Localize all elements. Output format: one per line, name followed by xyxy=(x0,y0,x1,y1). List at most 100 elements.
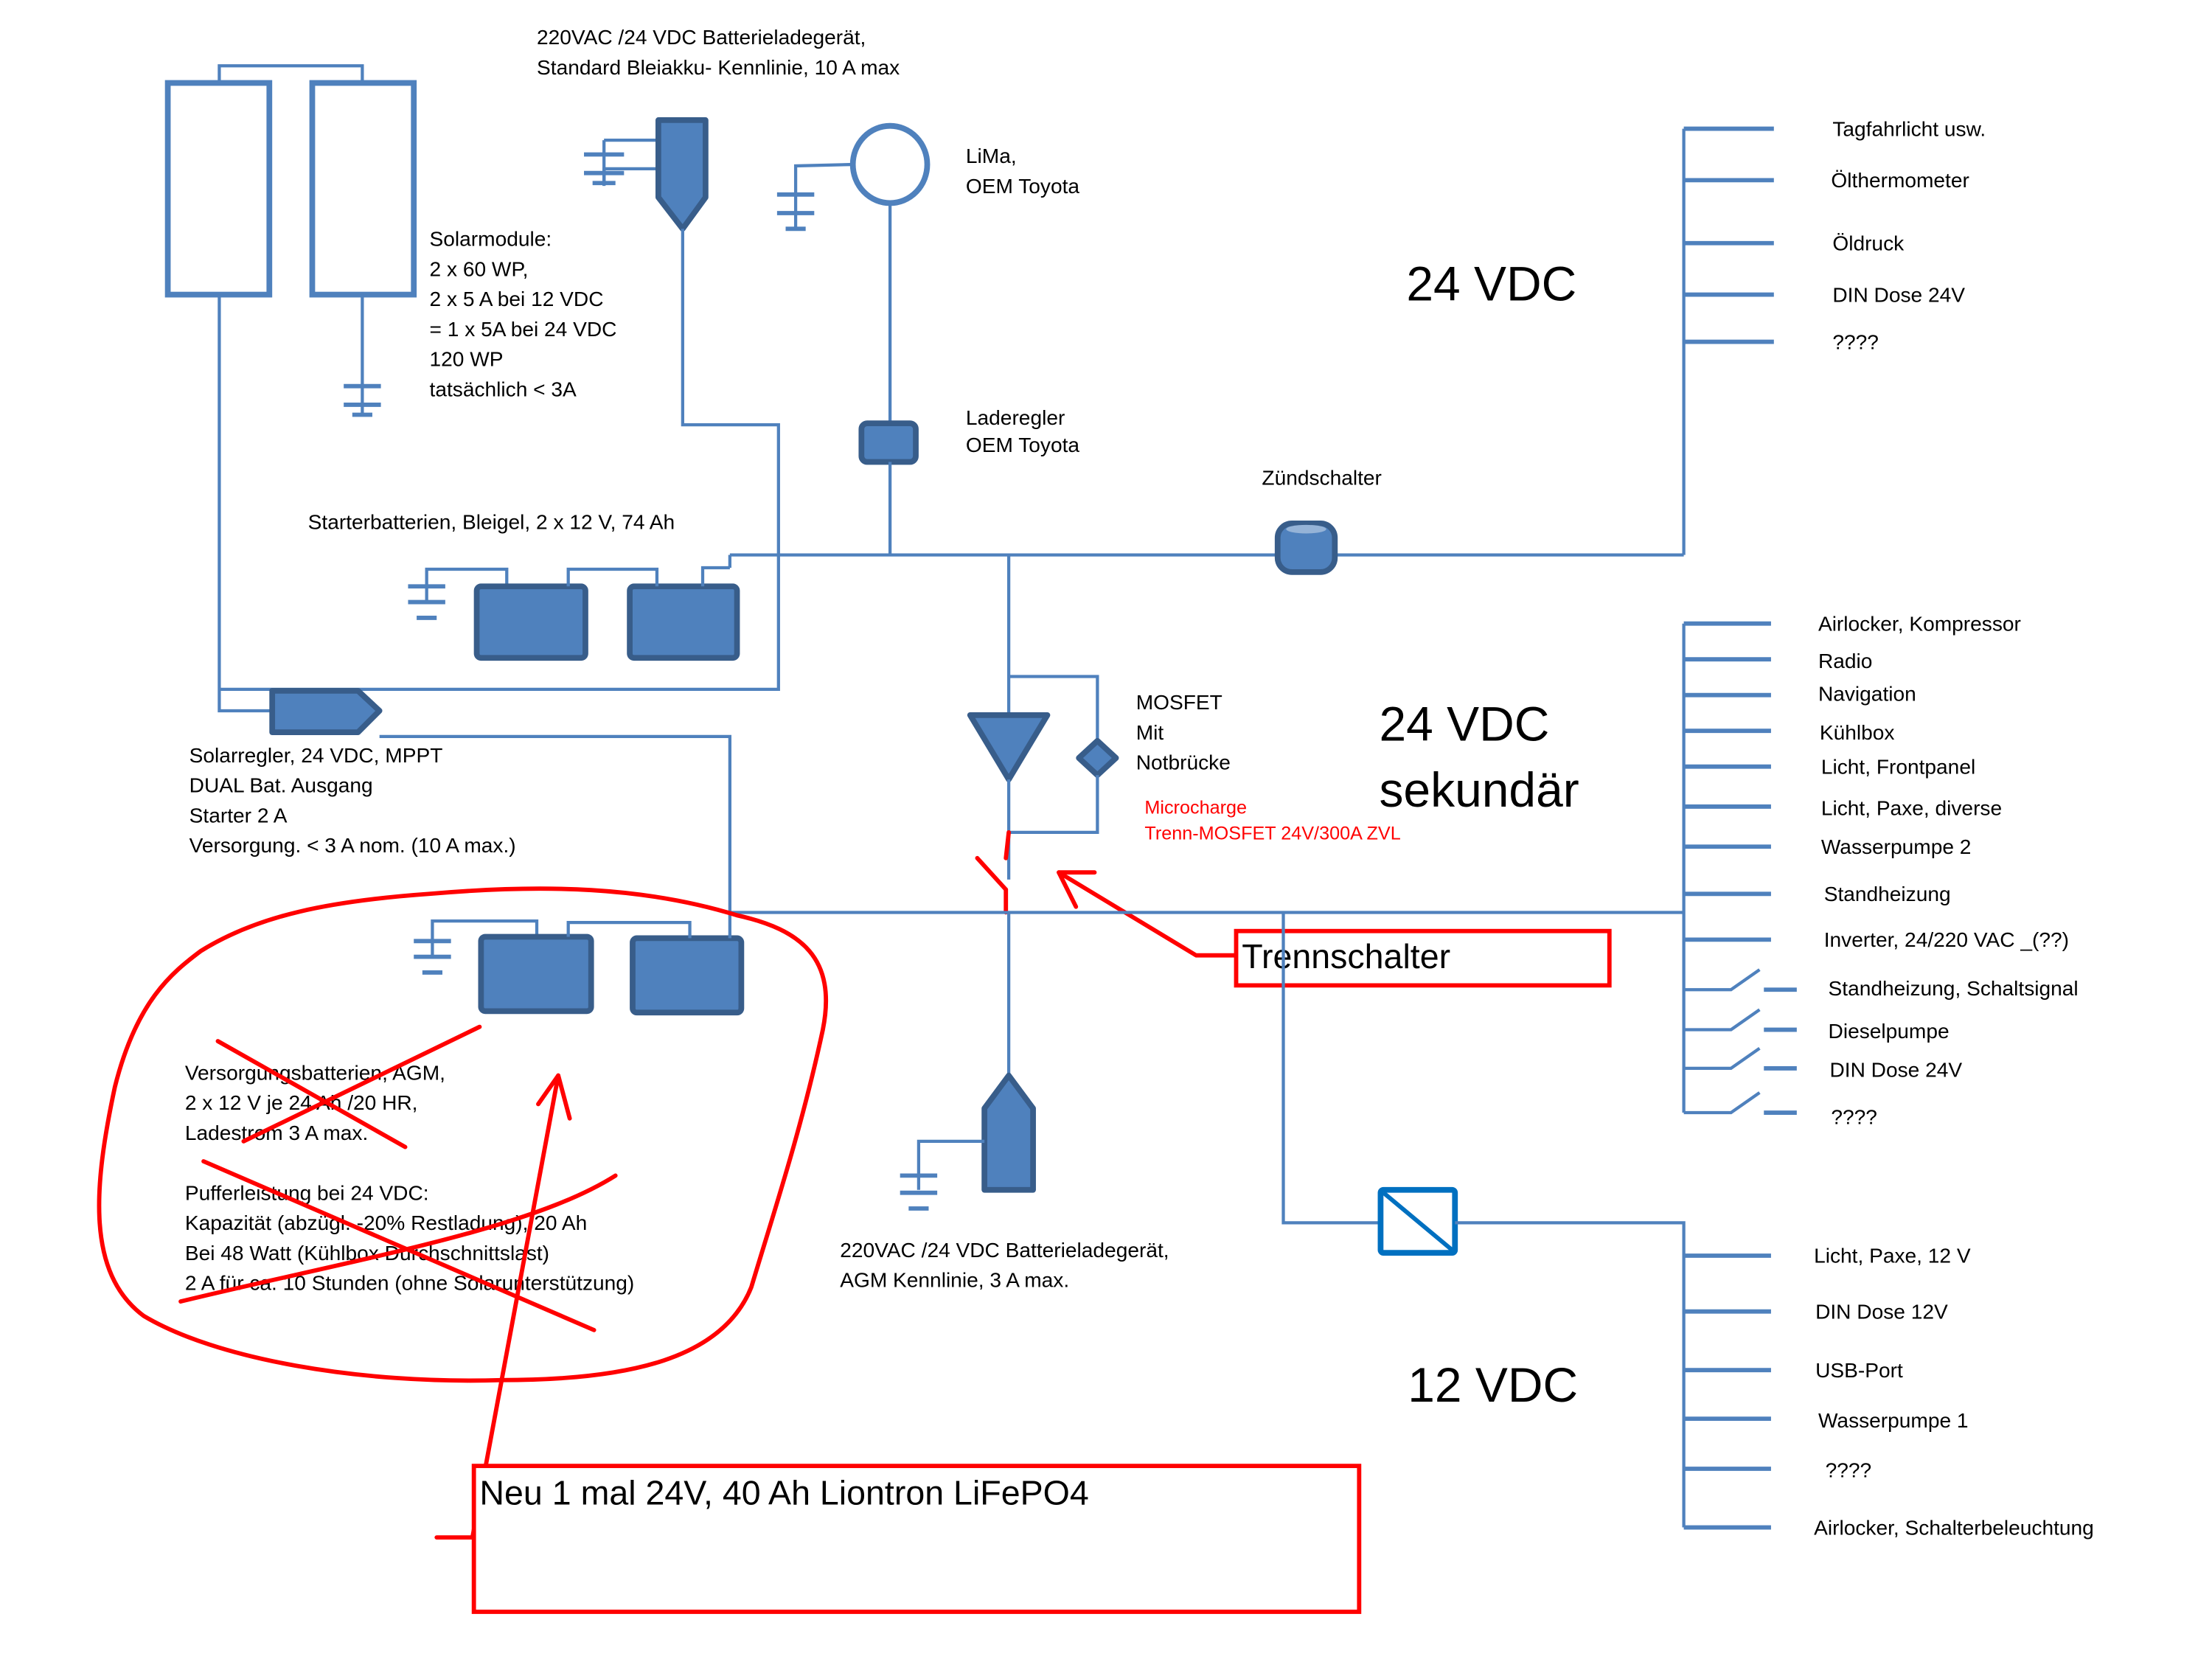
mosfet-icon xyxy=(967,712,1051,782)
label-line: 2 x 12 V je 24 Ah /20 HR, xyxy=(185,1091,418,1114)
ground-icon xyxy=(776,192,815,232)
circle-annotation xyxy=(97,886,829,1383)
bus-24v-title: 24 VDC xyxy=(1406,256,1576,310)
callout-arrow xyxy=(1057,870,1239,958)
switch-icon xyxy=(1683,1047,1797,1071)
label-line: 2 x 5 A bei 12 VDC xyxy=(430,288,604,310)
alternator-icon xyxy=(849,122,931,206)
label-line: = 1 x 5A bei 24 VDC xyxy=(430,318,617,341)
mosfet-note-line1: Microcharge xyxy=(1144,798,1247,818)
arrow-head xyxy=(536,1073,572,1121)
strike-line xyxy=(201,1159,597,1332)
red-annotations: Neu 1 mal 24V, 40 Ah Liontron LiFePO4 xyxy=(97,886,1362,1614)
trennschalter-label: Trennschalter xyxy=(1242,937,1450,975)
alternator-line2: OEM Toyota xyxy=(966,175,1080,198)
switched-load-label: Standheizung, Schaltsignal xyxy=(1829,977,2079,1000)
bus-24v-sec-title2: sekundär xyxy=(1379,762,1579,817)
label-line: Kapazität (abzügl. -20% Restladung), 20 … xyxy=(185,1211,587,1234)
load-label: Wasserpumpe 1 xyxy=(1818,1409,1969,1432)
ground-icon xyxy=(584,138,658,187)
charger-bottom: 220VAC /24 VDC Batterieladegerät, AGM Ke… xyxy=(840,1072,1169,1292)
regulator-line1: Laderegler xyxy=(966,406,1065,429)
switched-load-label: ???? xyxy=(1831,1106,1877,1129)
strike-line xyxy=(241,1024,482,1144)
label-line: Solarmodule: xyxy=(430,228,552,251)
switch-icon xyxy=(1683,1091,1797,1115)
load-label: Ölthermometer xyxy=(1831,169,1969,192)
ignition-label: Zündschalter xyxy=(1262,467,1382,490)
solar-modules-label: Solarmodule: 2 x 60 WP, 2 x 5 A bei 12 V… xyxy=(430,228,617,401)
label-line: 2 x 60 WP, xyxy=(430,257,529,280)
charger-top-line1: 220VAC /24 VDC Batterieladegerät, xyxy=(537,26,866,49)
ground-icon xyxy=(408,584,445,620)
charger-icon xyxy=(981,1072,1036,1193)
load-label: Kühlbox xyxy=(1820,721,1895,744)
regulator-line2: OEM Toyota xyxy=(966,434,1080,456)
battery-icon xyxy=(478,933,594,1015)
label-line: Mit xyxy=(1136,721,1164,744)
strike-line xyxy=(215,1039,408,1150)
load-label: Inverter, 24/220 VAC _(??) xyxy=(1824,928,2069,951)
alternator-line1: LiMa, xyxy=(966,145,1017,167)
strike-line xyxy=(178,1173,618,1304)
load-label: DIN Dose 24V xyxy=(1832,283,1965,306)
load-label: Öldruck xyxy=(1832,232,1905,254)
load-label: Standheizung xyxy=(1824,883,1951,905)
charger-bottom-line1: 220VAC /24 VDC Batterieladegerät, xyxy=(840,1239,1169,1262)
load-label: USB-Port xyxy=(1815,1359,1903,1382)
label-line: Versorgung. < 3 A nom. (10 A max.) xyxy=(189,834,516,857)
label-line: Notbrücke xyxy=(1136,751,1231,774)
solar-controller: Solarregler, 24 VDC, MPPT DUAL Bat. Ausg… xyxy=(189,687,732,913)
ground-icon xyxy=(344,383,381,417)
new-battery-label: Neu 1 mal 24V, 40 Ah Liontron LiFePO4 xyxy=(479,1474,1088,1512)
switched-load-label: DIN Dose 24V xyxy=(1829,1059,1962,1082)
label-line: DUAL Bat. Ausgang xyxy=(189,774,373,797)
label-line: Pufferleistung bei 24 VDC: xyxy=(185,1181,429,1204)
battery-icon xyxy=(630,935,745,1016)
solar-panel-1 xyxy=(164,80,273,298)
charger-top-line2: Standard Bleiakku- Kennlinie, 10 A max xyxy=(537,56,900,79)
solar-controller-icon xyxy=(269,687,383,735)
label-line: Starter 2 A xyxy=(189,804,288,827)
label-line: Solarregler, 24 VDC, MPPT xyxy=(189,744,443,767)
label-line: 120 WP xyxy=(430,348,504,371)
trennschalter-box xyxy=(1234,928,1612,988)
bus-12v-title: 12 VDC xyxy=(1408,1357,1578,1412)
load-label: Airlocker, Kompressor xyxy=(1818,612,2021,635)
starter-batteries-label: Starterbatterien, Bleigel, 2 x 12 V, 74 … xyxy=(308,511,675,534)
charger-icon xyxy=(655,117,709,232)
load-label: Licht, Paxe, diverse xyxy=(1821,797,2002,820)
load-label: Navigation xyxy=(1818,682,1916,705)
starter-batteries: Starterbatterien, Bleigel, 2 x 12 V, 74 … xyxy=(308,511,740,661)
supply-batteries: Versorgungsbatterien, AGM, 2 x 12 V je 2… xyxy=(185,912,745,1295)
mosfet: MOSFET Mit Notbrücke Microcharge Trenn-M… xyxy=(967,554,1401,880)
battery-icon xyxy=(473,583,588,661)
label-line: tatsächlich < 3A xyxy=(430,378,577,400)
load-label: ???? xyxy=(1826,1459,1872,1482)
alternator: LiMa, OEM Toyota Laderegler OEM Toyota xyxy=(776,122,1080,555)
switched-load-label: Dieselpumpe xyxy=(1829,1020,1950,1043)
load-label: Radio xyxy=(1818,650,1872,672)
switch-icon xyxy=(1683,968,1797,992)
label-line: MOSFET xyxy=(1136,691,1222,714)
bus-24v-secondary: 24 VDC sekundär Airlocker, Kompressor Ra… xyxy=(1379,612,2078,1128)
load-label: Licht, Frontpanel xyxy=(1821,755,1975,778)
ignition-switch: Zündschalter xyxy=(1262,467,1382,575)
battery-icon xyxy=(627,583,740,661)
load-label: ???? xyxy=(1832,330,1879,353)
bypass-bridge-icon xyxy=(1076,737,1119,779)
load-label: Licht, Paxe, 12 V xyxy=(1814,1245,1971,1267)
bus-24v: 24 VDC Tagfahrlicht usw. Ölthermometer Ö… xyxy=(1406,117,1986,555)
ignition-switch-icon xyxy=(1274,521,1338,575)
load-label: Tagfahrlicht usw. xyxy=(1832,117,1986,140)
load-label: Airlocker, Schalterbeleuchtung xyxy=(1814,1516,2094,1539)
mosfet-note-line2: Trenn-MOSFET 24V/300A ZVL xyxy=(1144,824,1400,844)
ground-icon xyxy=(900,1173,938,1211)
load-label: Wasserpumpe 2 xyxy=(1821,835,1972,858)
label-line: Bei 48 Watt (Kühlbox Durchschnittslast) xyxy=(185,1242,549,1265)
new-battery-box xyxy=(471,1464,1362,1614)
regulator-icon xyxy=(858,420,919,465)
bus-12v: 12 VDC Licht, Paxe, 12 V DIN Dose 12V US… xyxy=(1281,912,2094,1539)
disconnect-switch: Trennschalter xyxy=(975,830,1612,988)
